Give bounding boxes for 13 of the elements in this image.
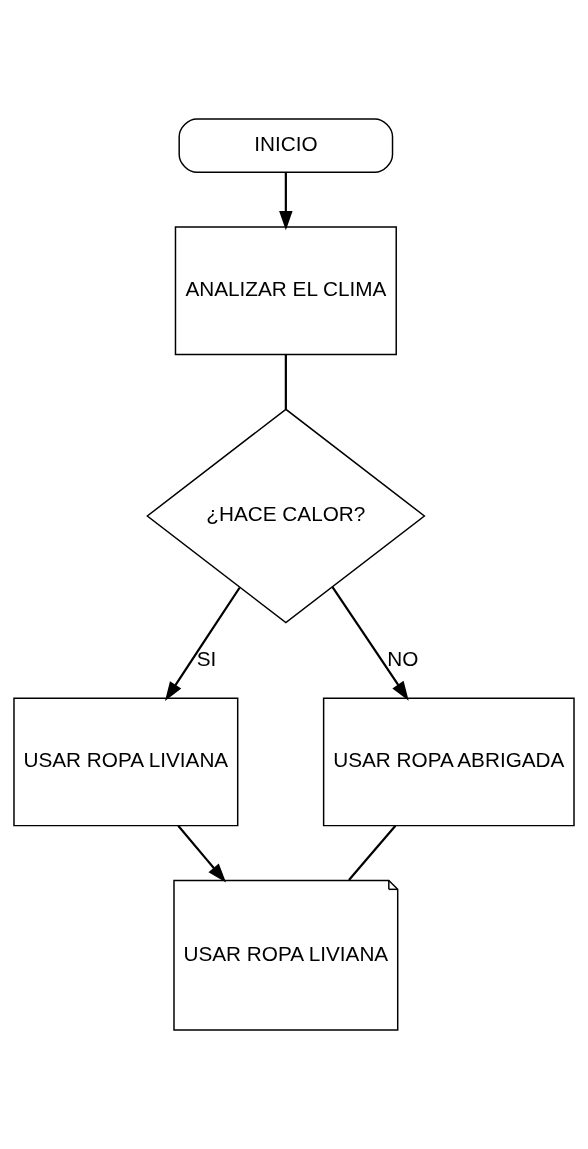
arrow xyxy=(177,825,227,883)
node-box: INICIO xyxy=(178,118,394,173)
node-box: ANALIZAR EL CLIMA xyxy=(174,226,397,356)
node-diamond: ¿HACE CALOR? xyxy=(146,408,426,624)
arrow xyxy=(279,172,293,231)
arrow xyxy=(331,586,409,701)
edge-label: SI xyxy=(196,646,217,670)
arrow xyxy=(165,587,241,701)
connector xyxy=(348,825,397,881)
node-box: USAR ROPA LIVIANA xyxy=(13,697,239,827)
connector xyxy=(284,354,287,410)
edge-label: NO xyxy=(387,646,419,670)
node-box: USAR ROPA ABRIGADA xyxy=(322,697,575,827)
